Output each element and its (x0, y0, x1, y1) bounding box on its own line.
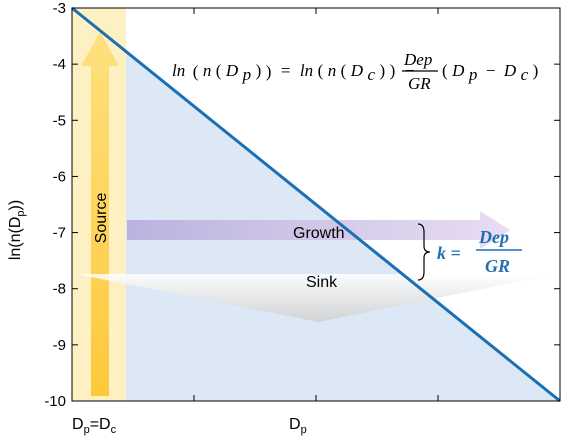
x-axis-ticks (193, 8, 439, 401)
k-expression: k = Dep GR (437, 227, 522, 276)
source-arrow (81, 32, 119, 396)
y-axis-ticks: -3 -4 -5 -6 -7 -8 -9 -10 (44, 0, 560, 410)
series-line (71, 6, 561, 403)
sink-label: Sink (306, 274, 338, 291)
svg-text:Dep: Dep (478, 227, 509, 247)
y-tick-label: -8 (53, 281, 66, 298)
growth-equation: ln ( n ( D p ) ) = ln ( n ( D c ) ) − De… (172, 50, 538, 93)
y-tick-label: -7 (53, 225, 66, 242)
y-axis-label: ln(n(Dp)) (7, 200, 27, 260)
y-tick-label: -6 (53, 168, 66, 185)
x-tick-label-dp-dc: Dp=Dc (72, 416, 117, 436)
svg-text:k =: k = (437, 243, 461, 263)
brace (417, 223, 431, 281)
source-label: Source (93, 193, 110, 244)
svg-text:Dep: Dep (403, 50, 432, 69)
svg-text:GR: GR (485, 256, 510, 276)
y-tick-label: -9 (53, 337, 66, 354)
x-tick-label-dp: Dp (289, 416, 307, 436)
y-tick-label: -10 (44, 393, 66, 410)
svg-text:ln ( n (: ln ( n ( D p ) ) = ln ( n ( D c ) ) − (172, 61, 414, 84)
svg-text:( D p −: ( D p − D c ) (442, 61, 538, 84)
y-tick-label: -3 (53, 0, 66, 17)
svg-text:GR: GR (408, 74, 431, 93)
y-tick-label: -5 (53, 112, 66, 129)
growth-label: Growth (293, 225, 345, 242)
growth-arrow (127, 211, 510, 249)
y-tick-label: -4 (53, 56, 66, 73)
sink-arrow (76, 274, 556, 322)
